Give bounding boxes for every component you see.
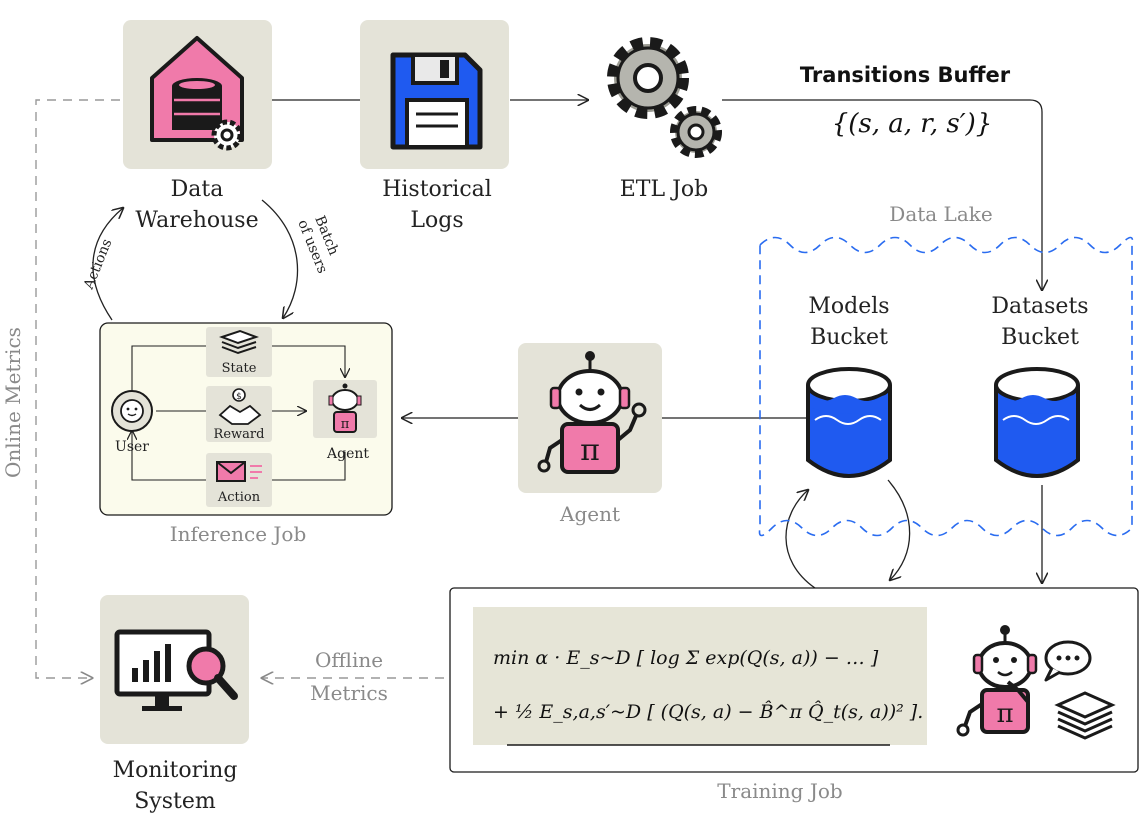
offline-metrics-label-line2: Metrics xyxy=(310,681,388,705)
svg-text:π: π xyxy=(580,433,600,468)
inference-job-label: Inference Job xyxy=(170,522,307,546)
user-label: User xyxy=(115,439,149,455)
historical-logs-label-line2: Logs xyxy=(410,208,463,233)
action-label: Action xyxy=(217,490,261,505)
state-label: State xyxy=(222,361,257,376)
stack-icon xyxy=(219,329,259,355)
reward-label: Reward xyxy=(214,427,265,442)
historical-logs-label-line1: Historical xyxy=(382,177,492,202)
training-robot-icon: π xyxy=(956,625,1038,737)
datasets-bucket-icon xyxy=(994,367,1080,478)
data-warehouse-label-line1: Data xyxy=(171,177,224,202)
envelope-icon xyxy=(216,461,262,482)
actions-loop-arrow xyxy=(92,208,123,321)
models-to-training-arrow xyxy=(887,479,911,580)
connectors xyxy=(35,99,1042,678)
training-to-models-arrow xyxy=(785,490,816,589)
monitoring-label-line2: System xyxy=(134,789,216,814)
robot-icon: π xyxy=(537,351,647,474)
monitoring-system-node: Monitoring System xyxy=(100,595,249,814)
datasets-bucket-label-line1: Datasets xyxy=(991,294,1088,319)
transitions-buffer-title: Transitions Buffer xyxy=(800,63,1011,87)
models-bucket-label-line2: Bucket xyxy=(810,325,888,350)
inference-job: State $ Reward Action User xyxy=(99,322,393,546)
historical-logs-node: Historical Logs xyxy=(360,20,509,233)
models-bucket-icon xyxy=(806,367,892,478)
handshake-coin-icon: $ xyxy=(218,388,262,425)
transitions-buffer-formula: {(s, a, r, s′)} xyxy=(832,109,993,139)
formula-panel xyxy=(473,607,927,745)
mini-agent-label: Agent xyxy=(326,446,369,462)
datasets-bucket-label-line2: Bucket xyxy=(1001,325,1079,350)
svg-text:$: $ xyxy=(236,392,242,402)
floppy-disk-icon xyxy=(390,52,483,150)
training-job-label: Training Job xyxy=(717,779,842,803)
agent-node: π Agent xyxy=(518,343,662,526)
formula-line1: min α · E_s~D [ log Σ exp(Q(s, a)) − … ] xyxy=(493,647,879,669)
actions-loop-label: Actions xyxy=(80,237,115,293)
agent-label: Agent xyxy=(559,502,620,526)
svg-text:π: π xyxy=(996,699,1013,729)
monitor-magnifier-icon xyxy=(114,629,238,711)
offline-metrics-label-line1: Offline xyxy=(315,648,383,672)
data-stack-icon xyxy=(1054,691,1116,740)
warehouse-database-icon xyxy=(150,36,244,151)
data-warehouse-node: Data Warehouse xyxy=(123,20,272,233)
models-bucket-label-line1: Models xyxy=(808,294,889,319)
mini-robot-icon: π xyxy=(328,383,362,433)
formula-line2: + ½ E_s,a,s′~D [ (Q(s, a) − B̂^π Q̂_t(s,… xyxy=(493,701,923,723)
user-icon xyxy=(111,390,153,432)
data-warehouse-label-line2: Warehouse xyxy=(135,208,258,233)
monitoring-label-line1: Monitoring xyxy=(113,758,238,783)
batch-loop-arrow xyxy=(261,199,299,318)
etl-job-label: ETL Job xyxy=(620,177,708,202)
svg-text:π: π xyxy=(341,417,350,432)
online-metrics-label: Online Metrics xyxy=(1,327,25,478)
data-lake: Data Lake Models Bucket Datasets Bucket xyxy=(758,202,1134,537)
gears-icon xyxy=(607,37,722,158)
speech-bubble-icon xyxy=(1044,640,1092,682)
etl-job-node: ETL Job xyxy=(607,37,722,202)
etl-to-datasets-arrow xyxy=(722,99,1042,290)
online-metrics-dashed xyxy=(35,99,120,678)
training-job: min α · E_s~D [ log Σ exp(Q(s, a)) − … ]… xyxy=(449,587,1139,803)
data-lake-label: Data Lake xyxy=(889,202,992,226)
